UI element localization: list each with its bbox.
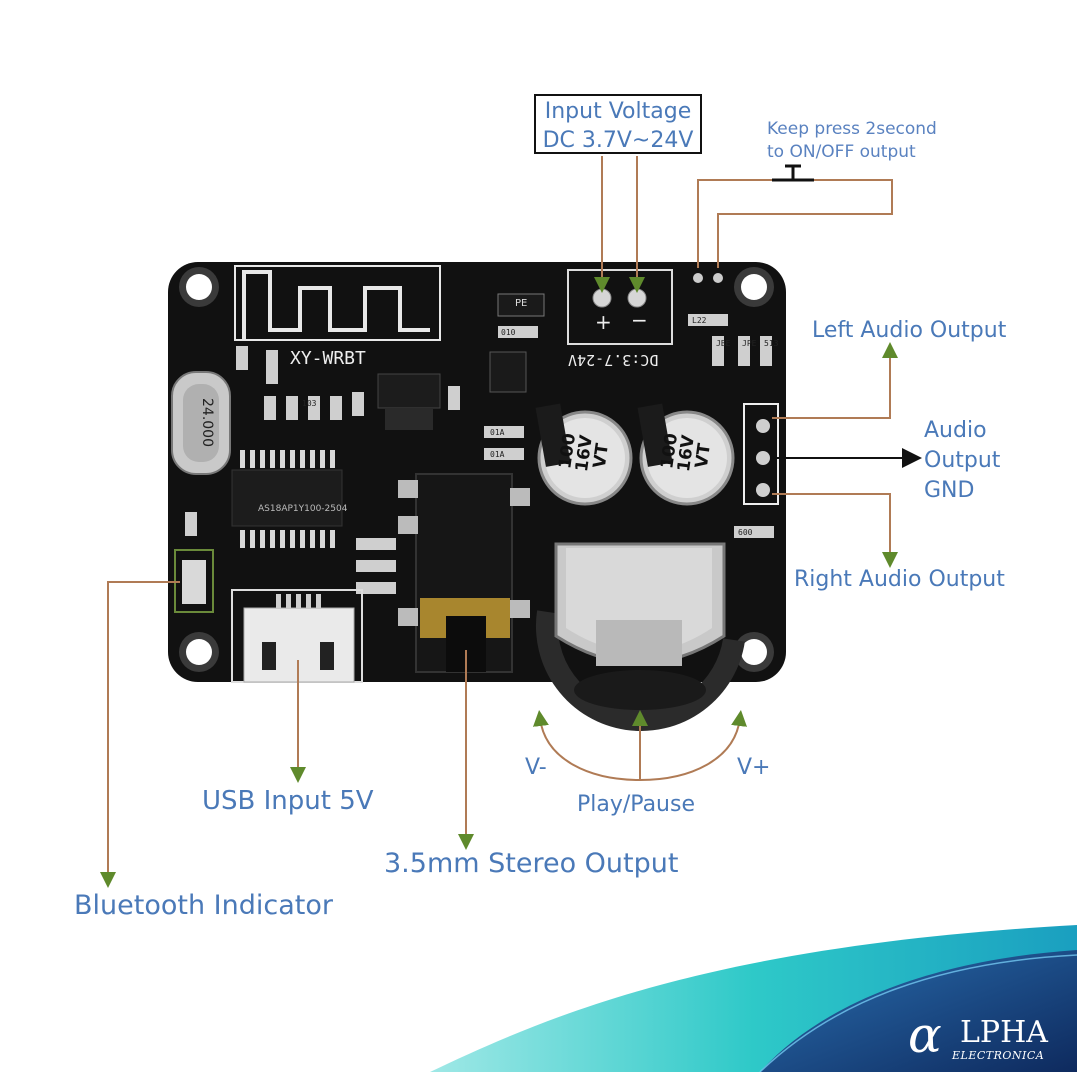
bluetooth-indicator-label: Bluetooth Indicator [74,890,333,921]
volume-down-label: V- [525,755,547,780]
left-audio-label: Left Audio Output [812,318,1007,343]
main-chip-icon [231,469,343,527]
board-model-text: XY-WRBT [290,348,366,369]
switch-leader-right [717,179,893,268]
smd-label: 600 [738,528,753,537]
logo-line2: ELECTRONICA [952,1049,1045,1062]
chip-text: AS18AP1Y100-2504 [258,504,348,514]
minus-marking: − [631,308,648,332]
logo-alpha-glyph: α [908,1006,942,1064]
smd-label: JBE [716,339,731,348]
switch-label-line2: to ON/OFF output [767,141,916,162]
volume-down-arrow [533,710,641,781]
input-voltage-label: Input Voltage DC 3.7V~24V [534,94,702,154]
logo-line1: LPHA [960,1015,1048,1050]
volume-up-arrow [639,710,747,781]
input-voltage-line2: DC 3.7V~24V [542,128,694,153]
switch-label: Keep press 2second to ON/OFF output [767,118,937,164]
volume-up-label: V+ [737,755,771,780]
switch-leader-left [697,179,772,268]
audio-output-gnd-label: Audio Output GND [924,416,1000,506]
capacitor-icon [637,403,735,506]
audio-output-line2: Output [924,448,1001,473]
play-pause-label: Play/Pause [577,792,695,817]
smd-label: 010 [501,328,516,337]
input-voltage-line1: Input Voltage [544,99,692,124]
capacitor-icon [535,403,633,506]
volume-knob-icon [535,542,745,732]
push-switch-icon [772,164,814,182]
smd-label: 103 [302,399,317,408]
antenna-trace-icon [234,265,441,341]
mounting-hole-icon [179,267,774,672]
audio-output-line3: GND [924,478,975,503]
audio-jack-icon [415,473,513,673]
bluetooth-leader-line [100,581,180,888]
chip-pins-icon [240,450,335,548]
pe-marking: PE [515,298,528,309]
audio-output-line1: Audio [924,418,987,443]
smd-label: 01A [490,450,505,459]
right-audio-label: Right Audio Output [794,567,1005,592]
smd-label: JPE [742,339,757,348]
stereo-output-label: 3.5mm Stereo Output [384,848,679,879]
diode-icon [497,293,545,317]
plus-marking: + [595,310,612,334]
dc-input-terminal-icon [567,269,673,345]
usb-input-label: USB Input 5V [202,786,374,816]
right-audio-leader [772,493,898,568]
switch-label-line1: Keep press 2second [767,119,937,139]
smd-label: L22 [692,316,707,325]
smd-components-icon [185,314,774,594]
smd-label: 513 [764,339,779,348]
smd-label: 01A [490,428,505,437]
left-audio-leader [772,342,898,419]
